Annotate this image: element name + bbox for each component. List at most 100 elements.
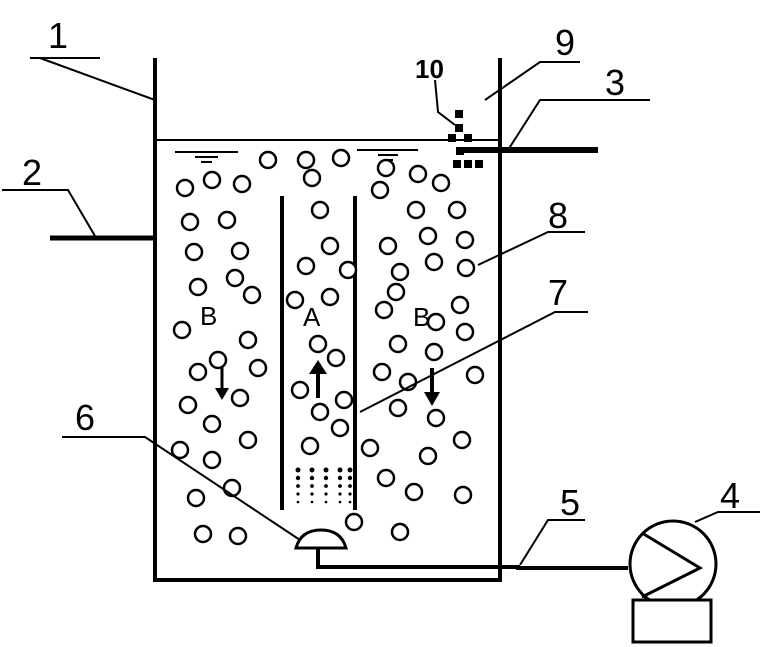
carrier-particle	[344, 512, 364, 532]
carrier-particle	[450, 295, 470, 315]
carrier-particle	[296, 150, 316, 170]
label-2: 2	[22, 152, 42, 193]
flow-arrow-up	[309, 360, 327, 398]
carrier-particle	[431, 173, 451, 193]
air-bubble	[296, 500, 300, 504]
carrier-particle	[184, 242, 204, 262]
carrier-particle	[302, 168, 322, 188]
carrier-particle	[228, 526, 248, 546]
air-bubbles	[295, 467, 353, 504]
carrier-particle	[242, 285, 262, 305]
carrier-particle	[424, 252, 444, 272]
air-bubble	[296, 492, 300, 496]
label-4: 4	[720, 475, 740, 516]
carrier-particle	[320, 287, 340, 307]
carrier-particle	[300, 436, 320, 456]
carrier-particle	[452, 430, 472, 450]
carrier-particle	[376, 468, 396, 488]
carrier-particle	[217, 210, 237, 230]
carrier-particle	[374, 300, 394, 320]
label-9: 9	[555, 22, 575, 63]
carrier-particle	[222, 478, 242, 498]
carrier-particle	[331, 148, 351, 168]
carrier-particles	[170, 148, 485, 546]
air-bubble	[347, 475, 353, 481]
carrier-particle	[285, 290, 305, 310]
carrier-particle	[326, 348, 346, 368]
carrier-particle	[338, 260, 358, 280]
air-pump	[628, 519, 718, 644]
level-sensor	[448, 110, 483, 168]
carrier-particle	[447, 200, 467, 220]
air-bubble	[337, 475, 343, 481]
air-bubble	[348, 500, 352, 504]
carrier-particle	[310, 200, 330, 220]
carrier-particle	[408, 164, 428, 184]
carrier-particle	[238, 330, 258, 350]
carrier-particle	[455, 230, 475, 250]
flow-arrow-down-right	[424, 368, 440, 406]
carrier-particle	[230, 241, 250, 261]
air-bubble	[324, 500, 328, 504]
air-bubble	[324, 492, 328, 496]
carrier-particle	[232, 174, 252, 194]
air-bubble	[338, 492, 342, 496]
carrier-particle	[225, 268, 245, 288]
carrier-particle	[465, 365, 485, 385]
reactor-tank	[153, 58, 502, 582]
air-bubble	[310, 492, 314, 496]
carrier-particle	[418, 446, 438, 466]
carrier-particle	[188, 362, 208, 382]
carrier-particle	[386, 282, 406, 302]
air-bubble	[295, 475, 301, 481]
carrier-particle	[426, 408, 446, 428]
air-bubble	[347, 467, 353, 473]
carrier-particle	[172, 320, 192, 340]
zone-a-label: A	[303, 302, 321, 332]
air-bubble	[310, 484, 314, 488]
carrier-particle	[334, 390, 354, 410]
air-bubble	[309, 467, 315, 473]
carrier-particle	[426, 312, 446, 332]
carrier-particle	[370, 180, 390, 200]
air-bubble	[296, 484, 300, 488]
air-bubble	[348, 492, 352, 496]
carrier-particle	[202, 414, 222, 434]
carrier-particle	[290, 380, 310, 400]
water-level-symbol-left	[175, 151, 238, 163]
carrier-particle	[320, 236, 340, 256]
carrier-particle	[208, 350, 228, 370]
air-pipe	[316, 548, 628, 570]
leader-lines	[2, 57, 760, 566]
carrier-particle	[406, 200, 426, 220]
carrier-particle	[238, 430, 258, 450]
label-1: 1	[48, 15, 68, 56]
air-bubble	[348, 484, 352, 488]
carrier-particle	[390, 522, 410, 542]
carrier-particle	[193, 524, 213, 544]
carrier-particle	[455, 322, 475, 342]
air-bubble	[337, 467, 343, 473]
carrier-particle	[456, 258, 476, 278]
label-8: 8	[548, 195, 568, 236]
label-6: 6	[75, 397, 95, 438]
air-bubble	[338, 500, 342, 504]
water-level-symbol-right	[357, 149, 418, 161]
carrier-particle	[186, 488, 206, 508]
carrier-particle	[453, 485, 473, 505]
carrier-particle	[170, 440, 190, 460]
air-bubble	[310, 500, 314, 504]
carrier-particle	[330, 418, 350, 438]
carrier-particle	[424, 342, 444, 362]
zone-b-left-label: B	[200, 301, 217, 331]
air-bubble	[338, 484, 342, 488]
carrier-particle	[180, 212, 200, 232]
carrier-particle	[202, 450, 222, 470]
carrier-particle	[248, 358, 268, 378]
zone-b-right-label: B	[413, 302, 430, 332]
carrier-particle	[390, 262, 410, 282]
carrier-particle	[388, 398, 408, 418]
aerator	[294, 528, 348, 550]
